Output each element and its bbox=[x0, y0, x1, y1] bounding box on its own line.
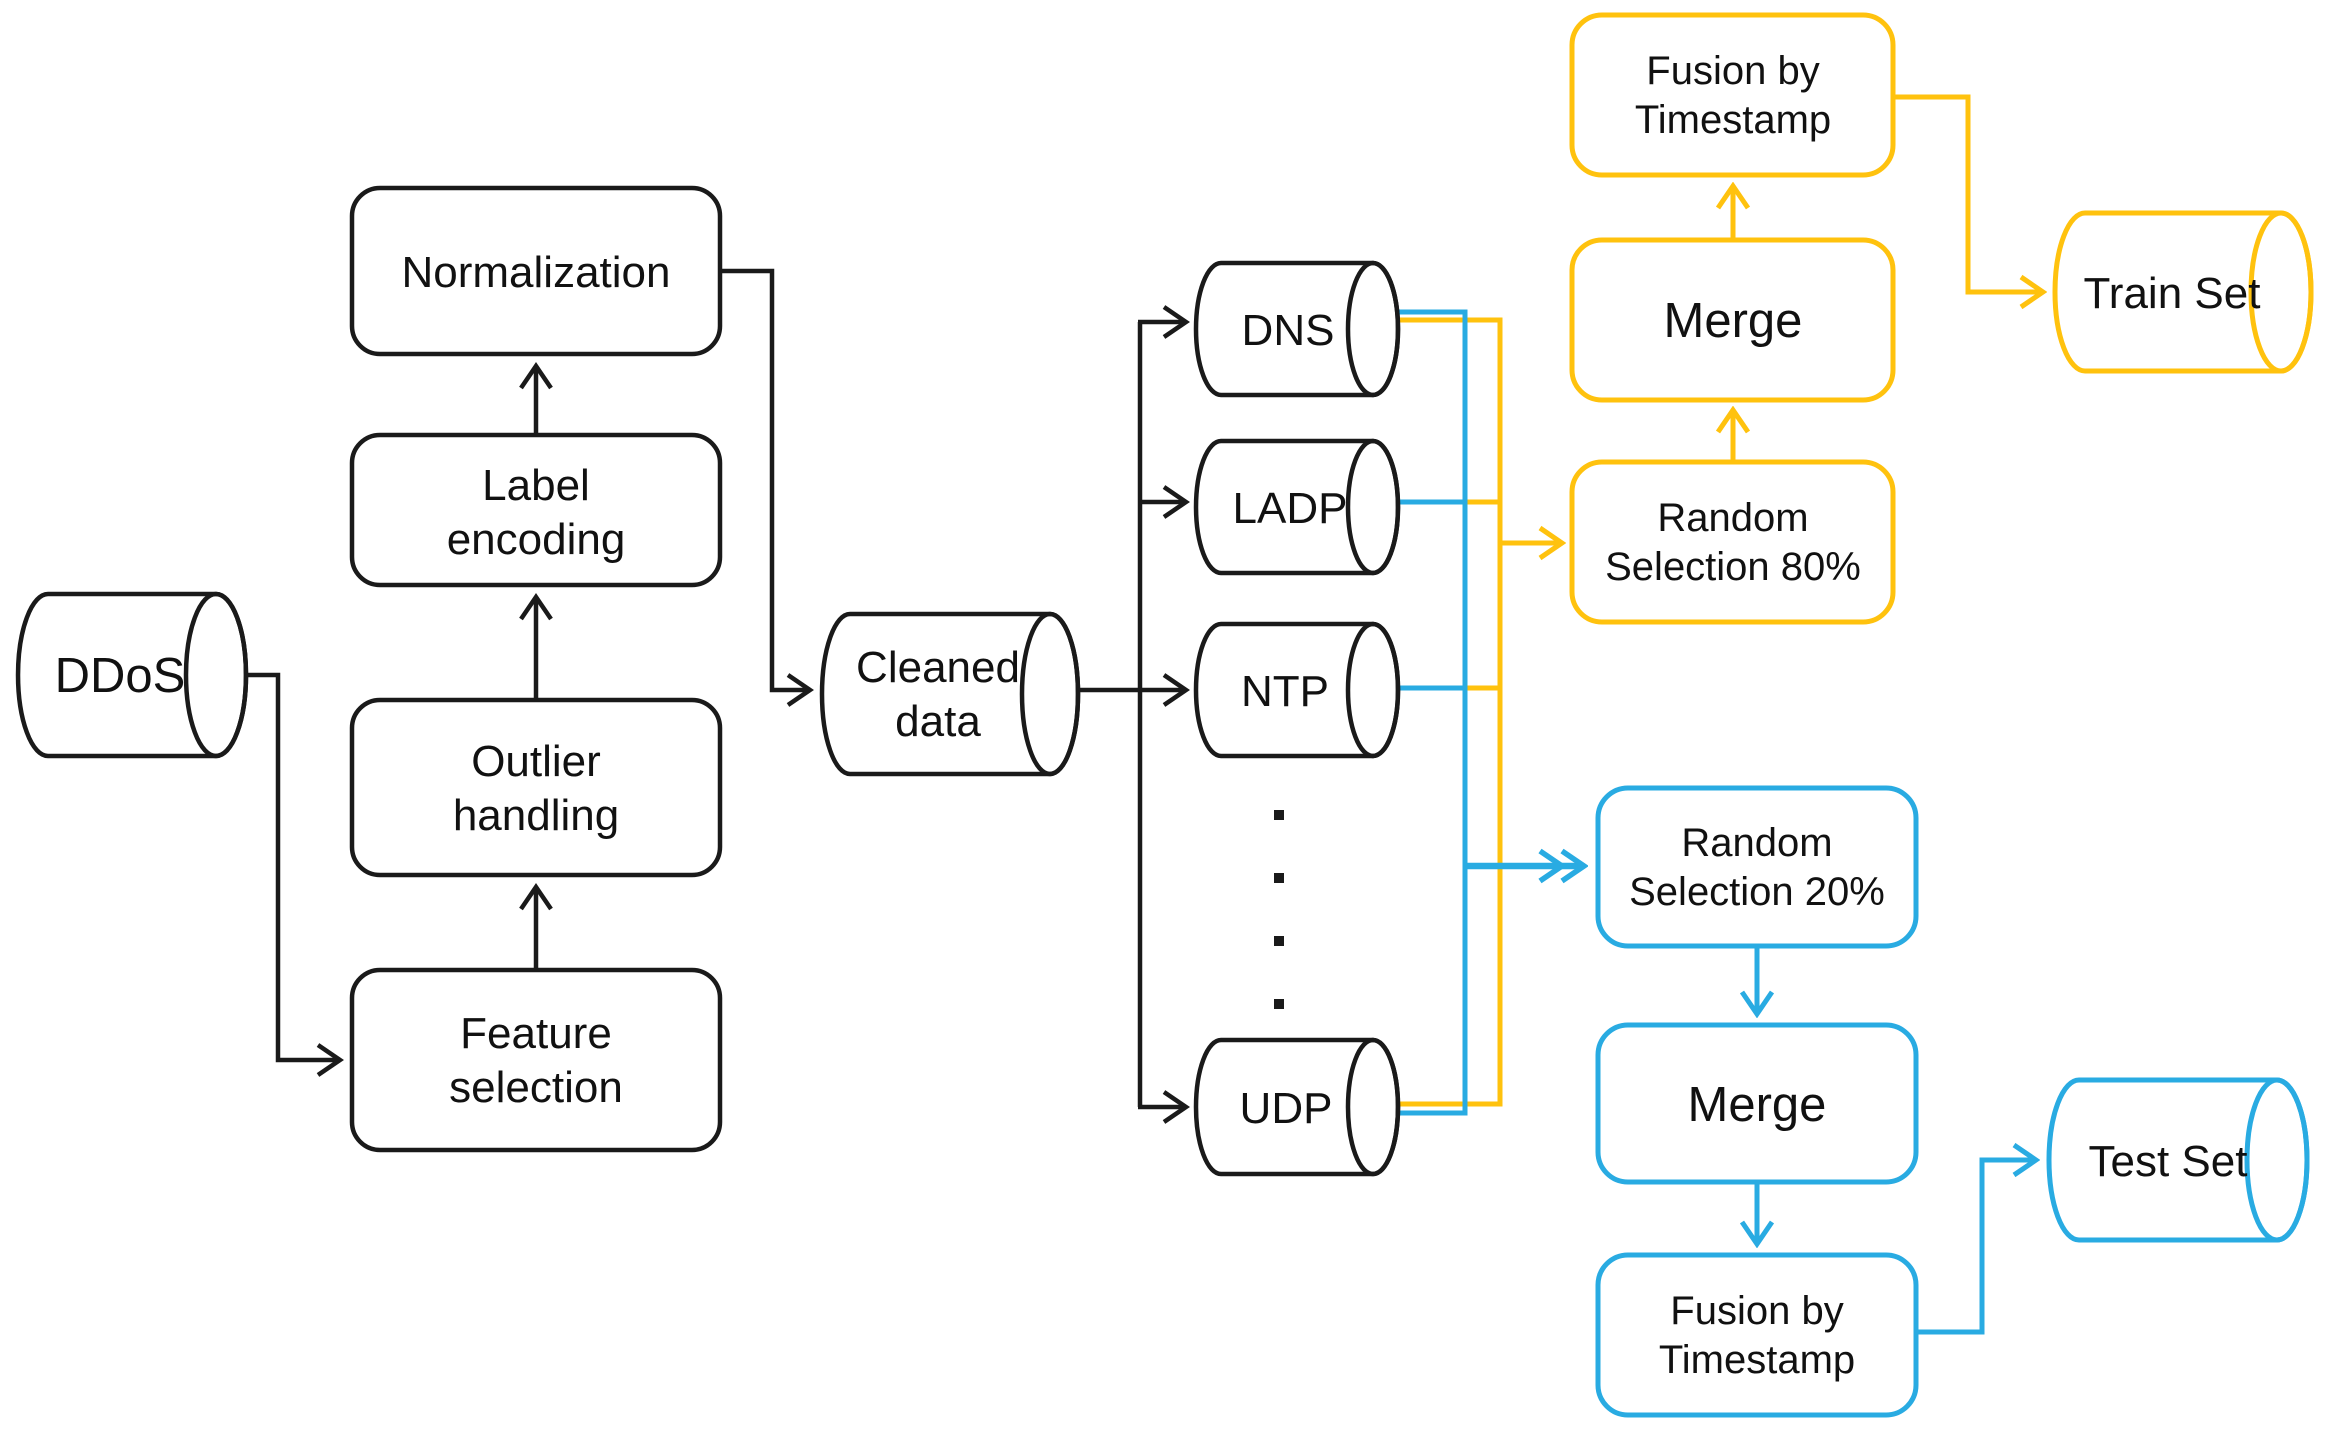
fusion-train-box: Fusion by Timestamp bbox=[1569, 12, 1896, 178]
normalization-box: Normalization bbox=[349, 185, 723, 357]
ellipsis-dots bbox=[1274, 810, 1284, 1009]
random-selection-20-box: Random Selection 20% bbox=[1595, 785, 1919, 949]
merge-train-box: Merge bbox=[1569, 237, 1896, 403]
label-encoding-box: Label encoding bbox=[349, 432, 723, 588]
fusion-train-label-line2: Timestamp bbox=[1635, 98, 1831, 142]
fusion-test-label-line1: Fusion by bbox=[1670, 1289, 1843, 1333]
random-selection-80-label-line2: Selection 80% bbox=[1605, 545, 1861, 589]
test-set-label: Test Set bbox=[2089, 1137, 2248, 1186]
label-encoding-label-line1: Label bbox=[482, 461, 590, 510]
merge-test-box: Merge bbox=[1595, 1022, 1919, 1185]
merge-train-label: Merge bbox=[1664, 294, 1803, 348]
fusion-test-label-line2: Timestamp bbox=[1659, 1338, 1855, 1382]
ntp-cylinder: NTP bbox=[1193, 621, 1401, 759]
cleaned-data-label-line1: Cleaned bbox=[856, 643, 1020, 692]
fusion-train-to-train-set-arrow bbox=[1893, 94, 2043, 292]
dns-cylinder: DNS bbox=[1193, 260, 1401, 398]
label-encoding-label-line2: encoding bbox=[447, 515, 626, 564]
udp-cylinder: UDP bbox=[1193, 1037, 1401, 1177]
ladp-cylinder: LADP bbox=[1193, 438, 1401, 576]
cleaned-data-label-line2: data bbox=[895, 697, 981, 746]
cleaned-data-cylinder: Cleaned data bbox=[819, 611, 1081, 777]
fusion-train-label-line1: Fusion by bbox=[1646, 49, 1819, 93]
ladp-label: LADP bbox=[1233, 484, 1348, 533]
merge-test-label: Merge bbox=[1688, 1078, 1827, 1132]
random-selection-80-box: Random Selection 80% bbox=[1569, 459, 1896, 625]
feature-selection-label-line2: selection bbox=[449, 1063, 623, 1112]
outlier-handling-label-line2: handling bbox=[453, 791, 619, 840]
train-set-label: Train Set bbox=[2084, 269, 2261, 318]
outlier-handling-box: Outlier handling bbox=[349, 697, 723, 878]
fusion-test-box: Fusion by Timestamp bbox=[1595, 1252, 1919, 1418]
ddos-label: DDoS bbox=[55, 649, 186, 703]
feature-selection-label-line1: Feature bbox=[460, 1009, 612, 1058]
random-selection-80-label-line1: Random bbox=[1657, 496, 1808, 540]
ddos-to-feature-selection-arrow bbox=[246, 672, 344, 1077]
fusion-test-to-test-set-arrow bbox=[1916, 1160, 2036, 1335]
feature-selection-box: Feature selection bbox=[349, 967, 723, 1153]
udp-label: UDP bbox=[1240, 1084, 1333, 1133]
test-set-cylinder: Test Set bbox=[2046, 1077, 2310, 1243]
random-selection-20-label-line2: Selection 20% bbox=[1629, 870, 1885, 914]
blue-collector-line bbox=[1385, 309, 1468, 1116]
normalization-to-cleaned-data-arrow bbox=[720, 268, 814, 707]
train-set-cylinder: Train Set bbox=[2052, 210, 2314, 374]
ntp-label: NTP bbox=[1241, 667, 1329, 716]
yellow-collector-line bbox=[1392, 317, 1503, 1107]
ddos-cylinder: DDoS bbox=[15, 591, 249, 759]
random-selection-20-label-line1: Random bbox=[1681, 821, 1832, 865]
normalization-label: Normalization bbox=[402, 248, 671, 297]
outlier-handling-label-line1: Outlier bbox=[471, 737, 601, 786]
dns-label: DNS bbox=[1242, 306, 1335, 355]
